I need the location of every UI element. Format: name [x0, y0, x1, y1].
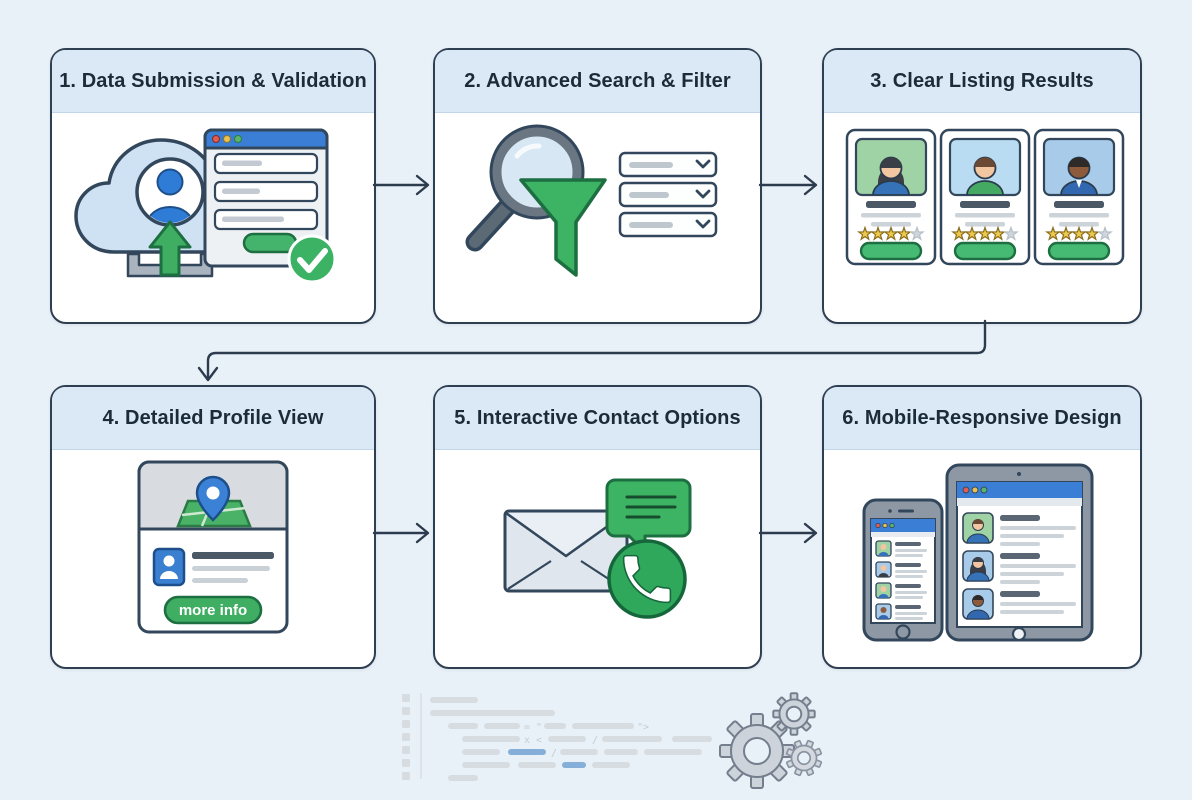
listing-row: [962, 550, 1076, 584]
step-card-4: 4. Detailed Profile View: [50, 385, 376, 669]
step-illustration-1: [52, 112, 374, 322]
listing-row: [875, 582, 927, 599]
code-token: = ": [524, 722, 542, 733]
code-highlight-bar: [562, 762, 586, 768]
home-button: [1011, 626, 1027, 642]
contact-button: [859, 241, 923, 261]
submit-button: [242, 232, 298, 254]
avatar: [1060, 156, 1098, 195]
arrow-step1-to-step2: [372, 174, 430, 196]
gears-decoration: [719, 692, 823, 789]
listing-row: [875, 603, 927, 620]
step-illustration-3: [824, 112, 1140, 322]
step-illustration-5: [435, 449, 760, 667]
traffic-dot-red: [212, 135, 220, 143]
form-field: [213, 152, 319, 175]
profile-result-card: [845, 128, 937, 266]
profile-result-card: [1033, 128, 1125, 266]
arrow-step2-to-step3: [758, 174, 818, 196]
code-token: /: [551, 748, 557, 759]
map-pin-icon: [195, 475, 231, 522]
filter-funnel-icon: [519, 178, 607, 277]
user-avatar-icon: [135, 157, 205, 227]
profile-detail-card: more info: [137, 460, 289, 634]
chevron-down-icon: [695, 219, 711, 229]
step-header-3: 3. Clear Listing Results: [824, 50, 1140, 113]
arrow-step5-to-step6: [758, 522, 818, 544]
home-button: [895, 624, 911, 640]
code-highlight-bar: [508, 749, 546, 755]
form-field: [213, 180, 319, 203]
step-title-4: 4. Detailed Profile View: [102, 406, 324, 429]
tablet: [945, 463, 1094, 642]
step-card-5: 5. Interactive Contact Options: [433, 385, 762, 669]
traffic-dot-yellow: [223, 135, 231, 143]
traffic-dot-green: [234, 135, 242, 143]
chevron-down-icon: [695, 189, 711, 199]
code-snippet-decoration: = " "> x < / /: [402, 693, 712, 781]
step-header-1: 1. Data Submission & Validation: [52, 50, 374, 113]
gear-icon: [772, 692, 816, 736]
arrow-step4-to-step5: [372, 522, 430, 544]
listing-row: [962, 588, 1076, 620]
step-title-6: 6. Mobile-Responsive Design: [842, 406, 1122, 429]
contact-button: [1047, 241, 1111, 261]
gear-icon: [785, 739, 823, 777]
gear-icon: [719, 713, 795, 789]
dropdown-field: [618, 151, 718, 178]
avatar: [966, 156, 1004, 195]
step-card-6: 6. Mobile-Responsive Design: [822, 385, 1142, 669]
envelope-icon: [503, 509, 629, 593]
code-token: ">: [637, 722, 649, 733]
connector-step3-to-step4: [197, 319, 987, 382]
step-card-1: 1. Data Submission & Validation: [50, 48, 376, 324]
listing-row: [962, 512, 1076, 546]
dropdown-field: [618, 211, 718, 238]
chevron-down-icon: [695, 159, 711, 169]
step-title-1: 1. Data Submission & Validation: [59, 69, 367, 92]
form-window: [203, 128, 329, 268]
step-card-2: 2. Advanced Search & Filter: [433, 48, 762, 324]
step-title-3: 3. Clear Listing Results: [870, 69, 1094, 92]
listing-row: [875, 540, 927, 557]
upload-arrow-icon: [148, 220, 192, 277]
contact-button: [953, 241, 1017, 261]
more-info-button: more info: [163, 595, 263, 625]
step-title-5: 5. Interactive Contact Options: [454, 406, 741, 429]
listing-row: [875, 561, 927, 578]
id-badge-icon: [152, 547, 186, 587]
dropdown-field: [618, 181, 718, 208]
smartphone: [862, 498, 944, 642]
step-illustration-6: [824, 449, 1140, 667]
profile-result-card: [939, 128, 1031, 266]
step-title-2: 2. Advanced Search & Filter: [464, 69, 731, 92]
step-header-5: 5. Interactive Contact Options: [435, 387, 760, 450]
code-token: x <: [524, 735, 542, 746]
step-card-3: 3. Clear Listing Results: [822, 48, 1142, 324]
check-badge-icon: [287, 234, 337, 284]
step-header-2: 2. Advanced Search & Filter: [435, 50, 760, 113]
more-info-label: more info: [179, 602, 247, 619]
step-header-6: 6. Mobile-Responsive Design: [824, 387, 1140, 450]
code-token: /: [592, 735, 598, 746]
step-illustration-4: more info: [52, 449, 374, 667]
form-field: [213, 208, 319, 231]
step-illustration-2: [435, 112, 760, 322]
step-header-4: 4. Detailed Profile View: [52, 387, 374, 450]
avatar: [872, 156, 910, 195]
phone-call-icon: [607, 539, 687, 619]
